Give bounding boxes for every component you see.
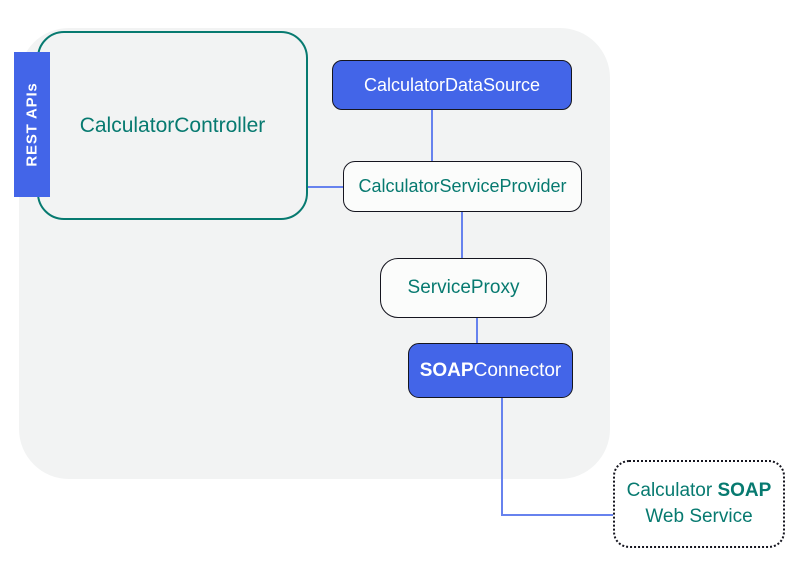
node-calculator-service-provider: CalculatorServiceProvider	[343, 161, 582, 212]
node-label-line1: Calculator SOAP	[626, 480, 772, 501]
node-calculator-controller: CalculatorController	[37, 31, 308, 220]
node-label: CalculatorServiceProvider	[358, 176, 567, 196]
node-label: REST APIs	[23, 82, 41, 167]
node-soap-connector: SOAPConnector	[408, 343, 573, 398]
edge-datasource-to-serviceprovider	[431, 110, 433, 162]
node-label: CalculatorDataSource	[363, 74, 541, 95]
node-label: CalculatorController	[79, 113, 266, 137]
node-label-line2: Web Service	[645, 506, 753, 527]
edge-serviceprovider-to-serviceproxy	[461, 212, 463, 259]
edge-soapconnector-down	[501, 398, 503, 516]
rest-apis-tag: REST APIs	[14, 52, 50, 197]
edge-serviceproxy-to-soapconnector	[476, 318, 478, 344]
node-calculator-data-source: CalculatorDataSource	[332, 60, 572, 110]
node-label: SOAPConnector	[419, 359, 562, 381]
edge-controller-to-serviceprovider	[306, 186, 343, 188]
edge-to-soap-web-service	[501, 514, 613, 516]
node-label: ServiceProxy	[407, 277, 520, 298]
node-service-proxy: ServiceProxy	[380, 258, 547, 318]
node-calculator-soap-web-service: Calculator SOAP Web Service	[613, 460, 785, 548]
